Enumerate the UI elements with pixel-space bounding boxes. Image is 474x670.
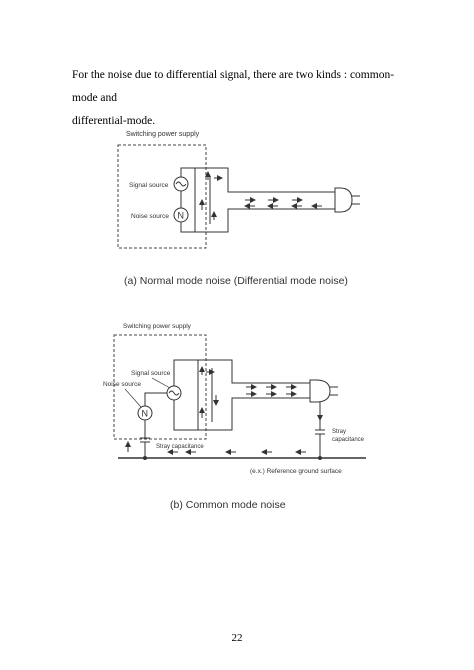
paragraph-line-2: differential-mode. (72, 115, 156, 127)
signal-source-label-b: Signal source (131, 370, 171, 377)
caption-b: (b) Common mode noise (170, 499, 286, 511)
power-supply-label-b: Switching power supply (123, 323, 192, 330)
current-arrows-a (199, 171, 322, 220)
power-supply-box-a (117, 144, 207, 249)
stray-capacitance-right-1: Stray (332, 429, 346, 435)
paragraph-line-1: For the noise due to differential signal… (72, 69, 395, 104)
power-supply-label-a: Switching power supply (126, 131, 200, 138)
plug-b (309, 379, 331, 403)
circuit-loop-b (173, 359, 199, 431)
noise-source-label-a: Noise source (131, 213, 169, 220)
noise-source-n-b: N (142, 409, 149, 419)
plug-a (334, 187, 353, 213)
signal-source-label-a: Signal source (129, 182, 169, 189)
caption-a: (a) Normal mode noise (Differential mode… (124, 275, 348, 287)
page-number: 22 (231, 632, 243, 644)
power-supply-box-b (113, 334, 207, 440)
noise-source-label-b: Noise source (103, 381, 141, 388)
body-paragraph: For the noise due to differential signal… (72, 64, 412, 133)
noise-source-n-a: N (178, 211, 185, 221)
line-outer-a (195, 167, 335, 233)
stray-capacitance-right-2: capacitance (332, 437, 365, 443)
stray-capacitance-left: Stray capacitance (156, 444, 204, 450)
ground-surface-label: (e.x.) Reference ground surface (250, 468, 342, 475)
line-outer-b (198, 359, 310, 431)
noise-source-wire-b (144, 392, 167, 438)
current-arrows-b (125, 366, 323, 455)
circuit-loop-a (180, 167, 196, 233)
